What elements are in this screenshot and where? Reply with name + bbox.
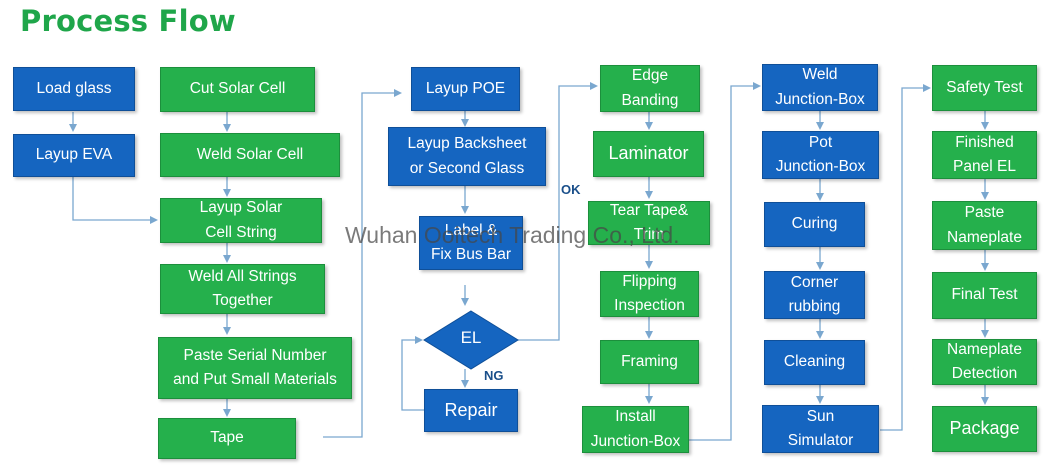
arrow-tape-to-layup-poe	[323, 89, 402, 438]
node-edge-banding: Edge Banding	[600, 65, 700, 112]
node-curing: Curing	[764, 202, 865, 247]
node-cut-solar-cell: Cut Solar Cell	[160, 67, 315, 112]
node-repair: Repair	[424, 389, 518, 432]
node-sun-simulator: Sun Simulator	[762, 405, 879, 453]
arrow-install-to-weld-junction	[689, 82, 761, 441]
node-final-test: Final Test	[932, 272, 1037, 319]
node-pot-junction-box: Pot Junction-Box	[762, 131, 879, 179]
node-flipping-inspection: Flipping Inspection	[600, 271, 699, 317]
node-cleaning: Cleaning	[764, 340, 865, 385]
edge-label-ng: NG	[484, 368, 504, 383]
node-el-label: EL	[460, 328, 482, 347]
edge-label-ok: OK	[561, 182, 581, 197]
node-tape: Tape	[158, 418, 296, 459]
node-load-glass: Load glass	[13, 67, 135, 111]
node-nameplate-detection: Nameplate Detection	[932, 339, 1037, 385]
el-decision-diamond	[423, 310, 519, 370]
node-label-fix-bus-bar: Label & Fix Bus Bar	[419, 216, 523, 270]
arrow-sun-to-safety	[880, 84, 931, 431]
node-tear-tape-trim: Tear Tape& Trim	[588, 201, 710, 245]
arrow-layup-eva-to-layup-cell-string	[72, 177, 158, 224]
node-corner-rubbing: Corner rubbing	[764, 271, 865, 319]
node-layup-poe: Layup POE	[411, 67, 520, 111]
node-layup-backsheet: Layup Backsheet or Second Glass	[388, 127, 546, 186]
node-safety-test: Safety Test	[932, 65, 1037, 111]
node-paste-nameplate: Paste Nameplate	[932, 201, 1037, 250]
node-framing: Framing	[600, 340, 699, 384]
node-paste-serial-number: Paste Serial Number and Put Small Materi…	[158, 337, 352, 399]
node-weld-solar-cell: Weld Solar Cell	[160, 133, 340, 177]
node-weld-junction-box: Weld Junction-Box	[762, 64, 878, 111]
node-install-junction-box: Install Junction-Box	[582, 406, 689, 453]
node-layup-eva: Layup EVA	[13, 134, 135, 177]
node-layup-solar-cell-string: Layup Solar Cell String	[160, 198, 322, 243]
watermark: Wuhan Ooitech Trading Co., Ltd.	[345, 222, 680, 248]
node-package: Package	[932, 406, 1037, 452]
arrow-el-ok-to-edge-banding	[518, 82, 598, 341]
node-weld-all-strings: Weld All Strings Together	[160, 264, 325, 314]
arrow-repair-to-el	[401, 336, 424, 411]
node-laminator: Laminator	[593, 131, 704, 177]
page-title: Process Flow	[20, 4, 236, 38]
node-finished-panel-el: Finished Panel EL	[932, 131, 1037, 179]
